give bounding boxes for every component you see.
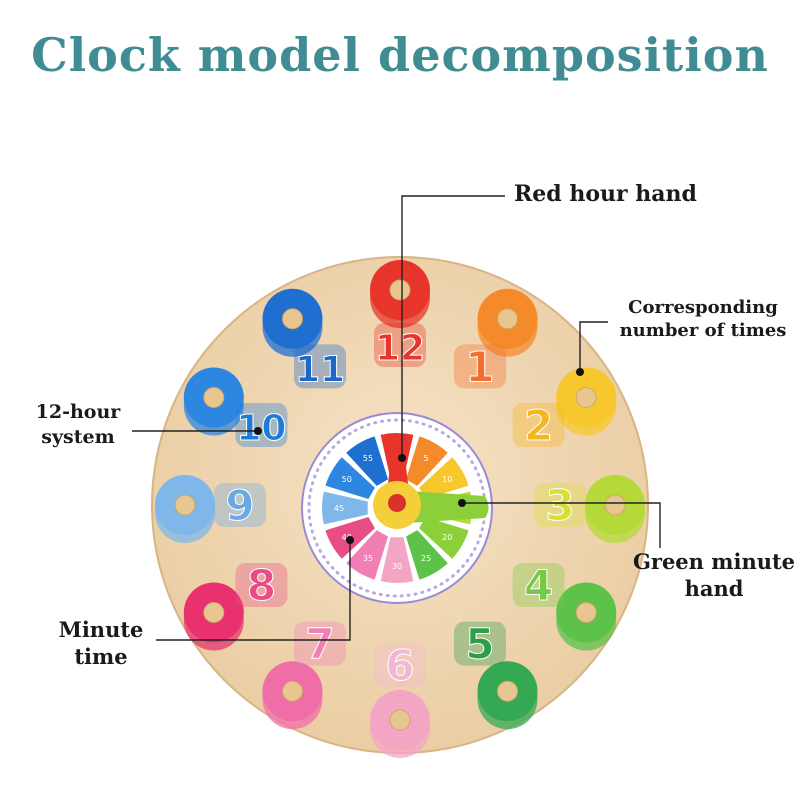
hour-number-5: 5 xyxy=(465,620,494,669)
minute-petal-30 xyxy=(380,537,414,583)
minute-number-20: 20 xyxy=(442,533,452,542)
hour-number-2: 2 xyxy=(524,401,553,450)
hand-pivot xyxy=(388,494,406,512)
hour-number-9: 9 xyxy=(225,481,254,530)
label-red-hour-hand-text: Red hour hand xyxy=(514,181,697,207)
hour-peg-10 xyxy=(183,367,244,436)
hour-number-block-12: 12 xyxy=(374,323,426,370)
leader-green-minute xyxy=(462,502,661,548)
hour-number-block-9: 9 xyxy=(214,481,266,531)
label-green-minute-line2: hand xyxy=(684,576,744,602)
minute-number-10: 10 xyxy=(442,475,452,484)
hour-peg-1 xyxy=(477,288,538,357)
label-corresponding-times: Corresponding number of times xyxy=(612,296,794,343)
leader-minute-time xyxy=(156,540,351,641)
hour-peg-3 xyxy=(585,475,645,543)
hour-number-block-1: 1 xyxy=(454,342,506,392)
hour-peg-2 xyxy=(556,367,617,436)
hour-number-block-7: 7 xyxy=(294,619,346,669)
minute-number-45: 45 xyxy=(334,504,344,513)
minute-number-50: 50 xyxy=(342,475,352,484)
hour-number-1: 1 xyxy=(465,342,494,391)
label-red-hour-hand: Red hour hand xyxy=(514,180,697,209)
hour-number-6: 6 xyxy=(385,641,414,690)
label-minute-time: Minute time xyxy=(48,616,154,671)
hour-number-4: 4 xyxy=(524,561,553,610)
hour-peg-6 xyxy=(370,690,430,758)
minute-petal-20 xyxy=(419,516,469,559)
hour-number-block-8: 8 xyxy=(235,561,288,611)
leader-corresponding xyxy=(579,321,608,370)
label-twelve-hour-system: 12-hour system xyxy=(26,400,130,449)
hour-peg-11 xyxy=(262,288,323,357)
minute-petal-35 xyxy=(346,530,389,580)
minute-petal-5 xyxy=(405,436,448,486)
hour-number-7: 7 xyxy=(305,620,334,669)
hour-number-block-11: 11 xyxy=(294,344,346,391)
hour-number-12: 12 xyxy=(375,328,425,369)
minute-petal-10 xyxy=(419,457,469,500)
hour-number-11: 11 xyxy=(295,349,345,390)
hour-number-block-4: 4 xyxy=(512,561,565,611)
hour-number-block-5: 5 xyxy=(454,619,506,669)
label-twelve-hour-line1: 12-hour xyxy=(35,401,121,423)
hour-peg-5 xyxy=(477,661,538,730)
label-green-minute-line1: Green minute xyxy=(632,549,796,574)
label-minute-time-line2: time xyxy=(74,644,128,670)
hour-number-3: 3 xyxy=(545,481,574,530)
hour-number-block-2: 2 xyxy=(512,401,565,451)
minute-number-5: 5 xyxy=(423,454,428,463)
page-title: Clock model decomposition xyxy=(31,28,769,82)
label-minute-time-line1: Minute xyxy=(58,617,144,642)
minute-number-40: 40 xyxy=(342,533,352,542)
minute-number-25: 25 xyxy=(421,554,431,563)
minute-petal-25 xyxy=(405,530,448,580)
hour-peg-7 xyxy=(262,661,323,730)
label-twelve-hour-line2: system xyxy=(41,425,115,448)
leader-red-hour-hand xyxy=(401,195,505,458)
minute-number-55: 55 xyxy=(363,454,373,463)
hour-number-block-3: 3 xyxy=(534,481,586,531)
minute-number-35: 35 xyxy=(363,554,373,563)
hour-peg-9 xyxy=(155,475,215,543)
hour-peg-8 xyxy=(183,582,244,651)
minute-number-30: 30 xyxy=(392,562,402,571)
hour-number-block-6: 6 xyxy=(374,641,426,691)
minute-petal-45 xyxy=(321,491,368,525)
hour-peg-12 xyxy=(370,260,430,328)
hour-peg-4 xyxy=(556,582,617,651)
hour-number-8: 8 xyxy=(247,561,276,610)
minute-petal-50 xyxy=(325,457,375,500)
hour-number-block-10: 10 xyxy=(235,403,288,450)
label-corresponding-line1: Corresponding xyxy=(628,297,778,318)
minute-petal-55 xyxy=(346,436,389,486)
label-corresponding-line2: number of times xyxy=(619,320,787,342)
hour-number-10: 10 xyxy=(236,408,286,449)
label-green-minute-hand: Green minute hand xyxy=(630,548,798,603)
